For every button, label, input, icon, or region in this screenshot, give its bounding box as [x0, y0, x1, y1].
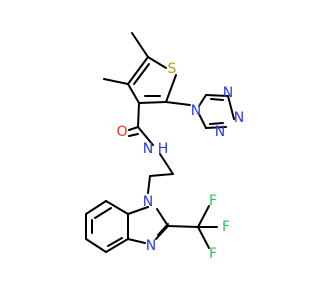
bond-thiophene-s-c2	[165, 74, 177, 103]
atom-benzimidazole-nitrogen-1: N	[143, 194, 153, 210]
bond-aromatic-2	[85, 200, 107, 215]
bond-thiophene-c4-c5	[127, 56, 149, 85]
bond-tetrazole-double-2	[209, 122, 224, 125]
bond-tetrazole-4	[205, 126, 227, 129]
bond-cf3-c	[167, 225, 199, 228]
atom-oxygen: O	[116, 124, 127, 140]
bond-benz-5	[156, 208, 169, 227]
bond-cf3-f-top	[197, 205, 210, 228]
bond-aromatic-4	[85, 238, 107, 253]
bond-linker-1	[159, 153, 174, 175]
atom-amide-hydrogen: H	[158, 141, 169, 157]
bond-aromatic-double-1	[94, 207, 112, 219]
bond-methyl-left	[103, 78, 129, 85]
bond-linker-3	[147, 175, 151, 194]
bond-tetrazole-3	[227, 95, 235, 120]
atom-tetrazole-nitrogen-1: N	[191, 103, 201, 119]
bond-aromatic-double-3	[107, 237, 123, 247]
bond-benz-3	[127, 238, 146, 244]
bond-tetrazole-double-1	[210, 98, 224, 101]
bond-tetrazole-2	[205, 94, 229, 97]
bond-amide-co-2	[128, 133, 139, 137]
atom-tetrazole-nitrogen-4: N	[215, 124, 225, 140]
bond-tetrazole-5	[198, 113, 207, 129]
bond-amide-c-n	[137, 126, 154, 146]
atom-fluorine-bottom: F	[209, 246, 217, 262]
bond-linker-2	[149, 173, 174, 177]
bond-benz-double-imidazole	[157, 223, 169, 236]
bond-tetrazole-1	[198, 94, 207, 107]
bond-thiophene-c3-c4	[127, 83, 140, 104]
atom-fluorine-top: F	[209, 193, 217, 209]
bond-c2-tetrazole	[165, 101, 191, 106]
bond-cf3-f-bottom	[197, 226, 210, 249]
molecule-structure: S O N H N N N N N N F F F	[85, 32, 244, 262]
bond-thiophene-double-1	[133, 63, 150, 85]
bond-aromatic-1	[105, 200, 129, 215]
atom-tetrazole-nitrogen-2: N	[223, 85, 233, 101]
atom-tetrazole-nitrogen-3: N	[234, 110, 244, 126]
bond-thiophene-c2-c3	[138, 101, 167, 104]
bond-amide-co-1	[128, 126, 139, 131]
bond-benz-4	[155, 225, 169, 240]
molecule-canvas: S O N H N N N N N N F F F	[85, 32, 245, 262]
atom-benzimidazole-nitrogen-2: N	[146, 238, 156, 254]
bond-amide-c3-c	[137, 102, 140, 128]
bond-methyl-top	[131, 32, 149, 58]
atom-amide-nitrogen: N	[143, 141, 153, 157]
atom-sulfur: S	[168, 61, 177, 77]
atom-fluorine-right: F	[222, 219, 230, 235]
bond-aromatic-5	[105, 238, 129, 253]
bond-benz-1	[127, 206, 149, 215]
bond-thiophene-c5-s	[147, 56, 167, 69]
